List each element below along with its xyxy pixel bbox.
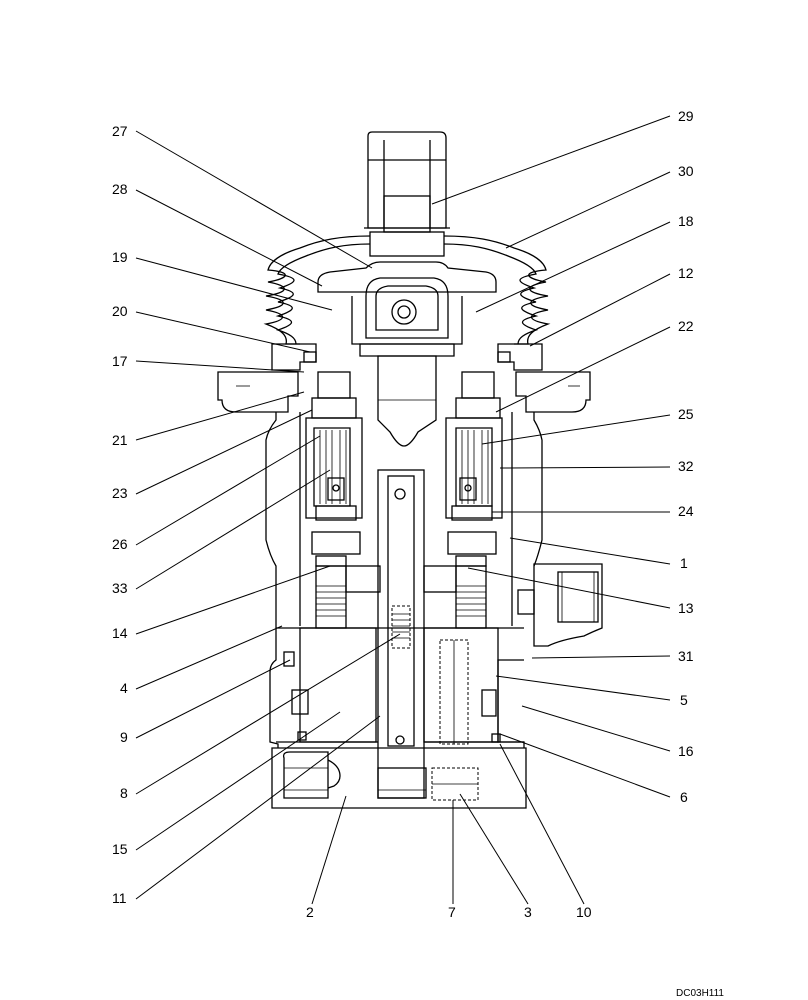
callout-18: 18 [678, 213, 694, 229]
callout-27: 27 [112, 123, 128, 139]
callout-31: 31 [678, 648, 694, 664]
callout-labels: 27 28 19 20 17 21 23 26 33 14 4 9 8 15 1… [112, 108, 694, 920]
bellows-boot [263, 235, 551, 345]
callout-6: 6 [680, 789, 688, 805]
callout-28: 28 [112, 181, 128, 197]
cam-plate [317, 261, 497, 357]
callout-22: 22 [678, 318, 694, 334]
callout-11: 11 [112, 890, 127, 906]
upper-body-flange [217, 343, 591, 447]
callout-10: 10 [576, 904, 592, 920]
callout-4: 4 [120, 680, 128, 696]
callout-1: 1 [680, 555, 688, 571]
lever-handle [364, 131, 450, 257]
callout-19: 19 [112, 249, 128, 265]
central-shaft [377, 469, 425, 799]
left-spool-assembly [305, 371, 381, 629]
callout-2: 2 [306, 904, 314, 920]
callout-23: 23 [112, 485, 128, 501]
solenoid-block [517, 563, 603, 647]
callout-15: 15 [112, 841, 128, 857]
callout-8: 8 [120, 785, 128, 801]
callout-13: 13 [678, 600, 694, 616]
callout-12: 12 [678, 265, 694, 281]
callout-25: 25 [678, 406, 694, 422]
callout-17: 17 [112, 353, 128, 369]
callout-5: 5 [680, 692, 688, 708]
callout-26: 26 [112, 536, 128, 552]
callout-16: 16 [678, 743, 694, 759]
callout-24: 24 [678, 503, 694, 519]
callout-32: 32 [678, 458, 694, 474]
callout-20: 20 [112, 303, 128, 319]
drawing-code: DC03H111 [676, 988, 724, 999]
lower-body [269, 627, 527, 809]
callout-21: 21 [112, 432, 128, 448]
callout-33: 33 [112, 580, 128, 596]
callout-30: 30 [678, 163, 694, 179]
callout-9: 9 [120, 729, 128, 745]
callout-3: 3 [524, 904, 532, 920]
main-body [265, 412, 543, 629]
leader-lines [135, 115, 671, 905]
callout-29: 29 [678, 108, 694, 124]
callout-14: 14 [112, 625, 128, 641]
callout-7: 7 [448, 904, 456, 920]
